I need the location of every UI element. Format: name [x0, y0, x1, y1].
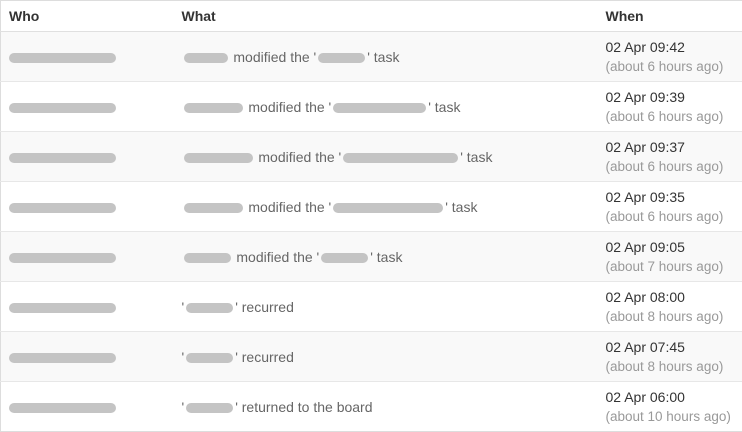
- when-cell: 02 Apr 09:35 (about 6 hours ago): [597, 181, 742, 232]
- redacted-user-bar: [9, 402, 116, 413]
- when-cell: 02 Apr 09:37 (about 6 hours ago): [597, 131, 742, 182]
- relative-time: (about 8 hours ago): [605, 308, 724, 324]
- redacted-user-bar: [9, 252, 116, 263]
- table-header: Who What When: [0, 0, 742, 32]
- redacted-user-bar: [9, 352, 116, 363]
- what-cell: '' recurred: [173, 331, 598, 382]
- relative-time: (about 6 hours ago): [605, 208, 724, 224]
- when-cell: 02 Apr 09:39 (about 6 hours ago): [597, 81, 742, 132]
- activity-row: '' returned to the board 02 Apr 06:00 (abo…: [0, 381, 742, 432]
- who-cell: [0, 381, 174, 432]
- timestamp: 02 Apr 09:42: [605, 38, 685, 55]
- redacted-task-bar: [183, 202, 243, 213]
- when-cell: 02 Apr 07:45 (about 8 hours ago): [597, 331, 742, 382]
- who-cell: [0, 231, 174, 282]
- activity-row: modified the '' task 02 Apr 09:37 (about 6…: [0, 131, 742, 182]
- timestamp: 02 Apr 06:00: [605, 388, 685, 405]
- redacted-task-bar: [186, 402, 234, 413]
- relative-time: (about 6 hours ago): [605, 58, 724, 74]
- relative-time: (about 6 hours ago): [605, 108, 724, 124]
- what-cell: '' recurred: [173, 281, 598, 332]
- redacted-user-bar: [9, 102, 116, 113]
- who-cell: [0, 31, 174, 82]
- redacted-task-bar: [183, 252, 231, 263]
- when-cell: 02 Apr 06:00 (about 10 hours ago): [597, 381, 742, 432]
- who-cell: [0, 131, 174, 182]
- table-body: modified the '' task 02 Apr 09:42 (about 6…: [0, 31, 742, 432]
- timestamp: 02 Apr 08:00: [605, 288, 685, 305]
- when-cell: 02 Apr 08:00 (about 8 hours ago): [597, 281, 742, 332]
- activity-row: modified the '' task 02 Apr 09:35 (about 6…: [0, 181, 742, 232]
- column-header-who: Who: [0, 0, 174, 32]
- relative-time: (about 7 hours ago): [605, 258, 724, 274]
- what-cell: '' returned to the board: [173, 381, 598, 432]
- relative-time: (about 6 hours ago): [605, 158, 724, 174]
- column-header-when: When: [597, 0, 742, 32]
- column-header-what: What: [173, 0, 598, 32]
- redacted-user-bar: [9, 302, 116, 313]
- relative-time: (about 8 hours ago): [605, 358, 724, 374]
- who-cell: [0, 331, 174, 382]
- activity-row: '' recurred 02 Apr 07:45 (about 8 hours ag…: [0, 331, 742, 382]
- who-cell: [0, 281, 174, 332]
- relative-time: (about 10 hours ago): [605, 408, 731, 424]
- redacted-user-bar: [9, 52, 116, 63]
- timestamp: 02 Apr 07:45: [605, 338, 685, 355]
- activity-row: modified the '' task 02 Apr 09:42 (about 6…: [0, 31, 742, 82]
- redacted-task-bar: [333, 202, 444, 213]
- timestamp: 02 Apr 09:37: [605, 138, 685, 155]
- redacted-task-bar: [321, 252, 369, 263]
- redacted-task-bar: [183, 102, 243, 113]
- redacted-task-bar: [343, 152, 459, 163]
- redacted-user-bar: [9, 202, 116, 213]
- what-cell: modified the '' task: [173, 181, 598, 232]
- when-cell: 02 Apr 09:05 (about 7 hours ago): [597, 231, 742, 282]
- activity-row: modified the '' task 02 Apr 09:05 (about 7…: [0, 231, 742, 282]
- activity-row: modified the '' task 02 Apr 09:39 (about 6…: [0, 81, 742, 132]
- who-cell: [0, 81, 174, 132]
- what-cell: modified the '' task: [173, 31, 598, 82]
- redacted-task-bar: [318, 52, 366, 63]
- redacted-task-bar: [183, 52, 228, 63]
- timestamp: 02 Apr 09:05: [605, 238, 685, 255]
- who-cell: [0, 181, 174, 232]
- redacted-task-bar: [186, 352, 234, 363]
- timestamp: 02 Apr 09:39: [605, 88, 685, 105]
- redacted-task-bar: [186, 302, 234, 313]
- redacted-task-bar: [183, 152, 253, 163]
- what-cell: modified the '' task: [173, 81, 598, 132]
- redacted-task-bar: [333, 102, 427, 113]
- what-cell: modified the '' task: [173, 131, 598, 182]
- activity-row: '' recurred 02 Apr 08:00 (about 8 hours ag…: [0, 281, 742, 332]
- what-cell: modified the '' task: [173, 231, 598, 282]
- redacted-user-bar: [9, 152, 116, 163]
- timestamp: 02 Apr 09:35: [605, 188, 685, 205]
- when-cell: 02 Apr 09:42 (about 6 hours ago): [597, 31, 742, 82]
